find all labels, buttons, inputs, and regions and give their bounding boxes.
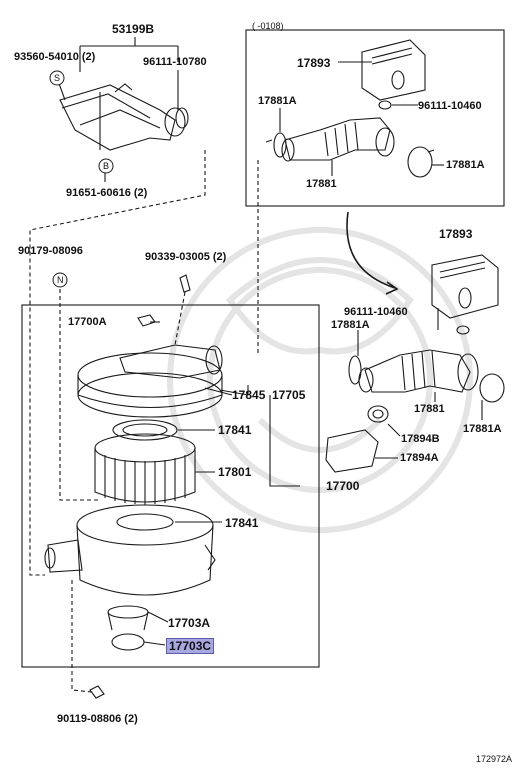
watermark-emblem [167, 227, 473, 533]
inset-label-17893[interactable]: 17893 [297, 56, 331, 70]
part-label-17893[interactable]: 17893 [439, 227, 473, 241]
case-17700 [44, 504, 216, 596]
inset-label-17881a-right[interactable]: 17881A [446, 159, 485, 171]
part-label-17894b[interactable]: 17894B [401, 433, 440, 445]
bolt-90119 [89, 685, 105, 699]
inset-range-note: ( -0108) [252, 21, 284, 31]
intake-hose-53199b [59, 83, 189, 151]
inset-frame [245, 29, 505, 207]
inset-resonator-17893 [361, 39, 426, 101]
part-label-90179-08096[interactable]: 90179-08096 [18, 245, 83, 257]
air-cleaner-cap-17705 [77, 344, 223, 418]
part-label-90119-08806[interactable]: 90119-08806 (2) [57, 713, 138, 725]
duct-17894a [325, 429, 379, 473]
part-label-96111-10460[interactable]: 96111-10460 [344, 306, 408, 318]
clamp-17703c [111, 633, 145, 651]
part-label-53199b[interactable]: 53199B [112, 22, 155, 36]
hose-17881 [358, 349, 479, 393]
clamp-17881a-right [479, 373, 505, 403]
callout-b [98, 158, 114, 174]
inset-clamp-right [407, 146, 435, 178]
part-label-17703a[interactable]: 17703A [168, 616, 211, 630]
bracket-17700a [137, 314, 156, 327]
inset-label-17881[interactable]: 17881 [306, 178, 337, 190]
part-label-96111-10780[interactable]: 96111-10780 [143, 56, 207, 68]
part-label-17881a-right[interactable]: 17881A [463, 423, 502, 435]
ring-17894b [367, 405, 389, 423]
inset-label-96111-10460[interactable]: 96111-10460 [418, 100, 482, 112]
gasket-17841-top [112, 419, 178, 441]
part-label-17801[interactable]: 17801 [218, 465, 252, 479]
inset-clamp-left [265, 132, 287, 158]
part-label-90339-03005[interactable]: 90339-03005 (2) [145, 251, 227, 263]
part-label-17700[interactable]: 17700 [326, 479, 360, 493]
assembly-frame [21, 304, 320, 668]
part-label-17700a[interactable]: 17700A [68, 316, 107, 328]
inset-label-17881a-left[interactable]: 17881A [258, 95, 297, 107]
callout-s-letter: S [54, 73, 61, 83]
part-label-17705[interactable]: 17705 [272, 388, 306, 402]
clip-96111 [456, 325, 470, 335]
resonator-17893 [431, 254, 499, 319]
part-label-93560-54010[interactable]: 93560-54010 (2) [14, 51, 96, 63]
callout-b-letter: B [103, 161, 110, 171]
reference-code: 172972A [476, 754, 513, 764]
clamp-17881a-left [348, 355, 362, 385]
callout-s [49, 70, 65, 86]
inset-clip [378, 100, 392, 110]
transition-arrow [346, 211, 396, 289]
part-label-17841-top[interactable]: 17841 [218, 423, 252, 437]
part-label-17703c[interactable]: 17703C [166, 638, 215, 654]
part-label-17881[interactable]: 17881 [414, 403, 445, 415]
part-label-17881a-left[interactable]: 17881A [331, 319, 370, 331]
part-label-17841-bottom[interactable]: 17841 [225, 516, 259, 530]
callout-n [52, 272, 68, 288]
bolt-90339 [179, 274, 191, 293]
gasket-17841-bottom [116, 513, 174, 531]
part-label-91651-60616[interactable]: 91651-60616 (2) [66, 187, 148, 199]
filter-element-17801 [94, 433, 196, 505]
callout-n-letter: N [57, 275, 64, 285]
part-label-17894a[interactable]: 17894A [400, 452, 439, 464]
inset-hose-17881 [281, 117, 395, 162]
part-label-17845[interactable]: 17845 [232, 388, 266, 402]
hose-17703a [107, 605, 149, 631]
